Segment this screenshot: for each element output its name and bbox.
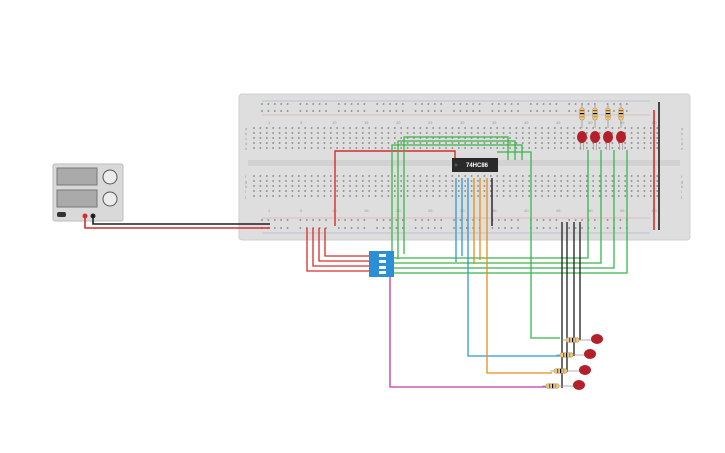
green-wire-3[interactable] [403, 136, 509, 254]
column-number-top: 15 [364, 120, 369, 125]
column-number-top: 20 [396, 120, 401, 125]
column-number-bottom: 5 [300, 208, 303, 213]
led-icon[interactable] [603, 131, 613, 143]
row-letter: c [245, 136, 247, 141]
column-number-top: 55 [620, 120, 625, 125]
switch-wire-red-2[interactable] [312, 228, 370, 267]
blue-wire-output[interactable] [467, 178, 560, 357]
column-number-bottom: 15 [364, 208, 369, 213]
led-icon[interactable] [616, 131, 626, 143]
green-wire-2[interactable] [397, 140, 516, 259]
column-number-top: 25 [428, 120, 433, 125]
row-letter: d [245, 141, 247, 146]
switch-wire-red-3[interactable] [318, 228, 370, 262]
ic-chip[interactable]: 74HC86 [452, 158, 498, 172]
dip-toggle-2[interactable] [379, 260, 386, 263]
bottom-led-2[interactable] [556, 349, 596, 359]
power-supply[interactable] [52, 163, 124, 222]
green-wire-led-2[interactable] [392, 150, 602, 264]
led-icon[interactable] [590, 131, 600, 143]
switch-wire-red-4[interactable] [324, 228, 370, 257]
vcc-wire[interactable] [334, 150, 456, 226]
row-letter: h [245, 184, 247, 189]
chip-label: 74HC86 [466, 163, 489, 169]
column-number-top: 35 [492, 120, 497, 125]
column-number-top: 40 [524, 120, 529, 125]
power-wire-black[interactable] [92, 216, 270, 225]
row-letter: g [681, 179, 683, 184]
row-letter: a [245, 126, 248, 131]
row-letter: e [681, 146, 684, 151]
column-number-bottom: 25 [428, 208, 433, 213]
column-number-bottom: 1 [268, 208, 271, 213]
row-letter: f [681, 174, 683, 179]
row-letter: h [681, 184, 683, 189]
voltage-knob[interactable] [102, 169, 118, 185]
column-number-top: 30 [460, 120, 465, 125]
column-number-top: 1 [268, 120, 271, 125]
top-led-array[interactable] [577, 104, 626, 150]
green-wire-led-3[interactable] [392, 150, 615, 269]
row-letter: a [681, 126, 684, 131]
led-icon[interactable] [573, 380, 585, 390]
row-letter: b [245, 131, 248, 136]
bottom-led-array[interactable] [542, 334, 603, 390]
green-wire-led-1[interactable] [392, 150, 589, 259]
dip-toggle-1[interactable] [379, 254, 386, 257]
dip-toggle-4[interactable] [379, 271, 386, 274]
column-number-top: 50 [588, 120, 593, 125]
column-number-top: 5 [300, 120, 303, 125]
bottom-led-3[interactable] [550, 365, 591, 375]
row-letter: i [681, 189, 682, 194]
column-number-bottom: 50 [588, 208, 593, 213]
top-led-4[interactable] [616, 104, 626, 150]
led-icon[interactable] [577, 131, 587, 143]
row-letter: c [681, 136, 683, 141]
orange-wire-output[interactable] [486, 178, 552, 374]
magenta-wire-output[interactable] [389, 275, 548, 388]
top-led-3[interactable] [603, 104, 613, 150]
switch-wire-red-1[interactable] [306, 228, 370, 272]
column-number-top: 10 [332, 120, 337, 125]
led-icon[interactable] [579, 365, 591, 375]
row-letter: b [681, 131, 684, 136]
column-number-bottom: 40 [524, 208, 529, 213]
row-letter: i [245, 189, 246, 194]
column-number-bottom: 55 [620, 208, 625, 213]
green-wire-output[interactable] [497, 151, 560, 339]
green-wire-led-4[interactable] [392, 150, 628, 274]
top-led-1[interactable] [577, 104, 587, 150]
column-number-bottom: 35 [492, 208, 497, 213]
row-letter: j [244, 194, 246, 199]
row-letter: j [680, 194, 682, 199]
top-led-2[interactable] [590, 104, 600, 150]
row-letter: f [245, 174, 247, 179]
column-number-top: 45 [556, 120, 561, 125]
row-letter: d [681, 141, 683, 146]
column-number-bottom: 45 [556, 208, 561, 213]
bottom-led-1[interactable] [562, 334, 603, 344]
power-wire-red[interactable] [84, 216, 270, 229]
row-letter: g [245, 179, 247, 184]
dip-switch[interactable] [369, 251, 394, 277]
led-icon[interactable] [584, 349, 596, 359]
current-knob[interactable] [102, 191, 118, 207]
dip-toggle-3[interactable] [379, 266, 386, 269]
row-letter: e [245, 146, 248, 151]
led-icon[interactable] [591, 334, 603, 344]
bottom-led-4[interactable] [542, 380, 585, 390]
